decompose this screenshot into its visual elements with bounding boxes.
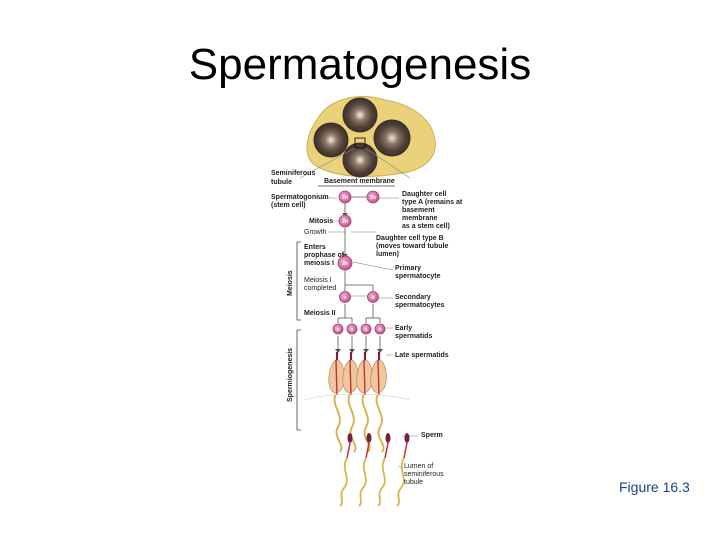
late-spermatid [370, 352, 387, 396]
zoom-line-left [299, 147, 356, 179]
label-daughter-a: Daughter cell type A (remains at basemen… [402, 191, 464, 230]
daughter-b-cell: 2n [338, 214, 352, 228]
tubule-top [342, 97, 378, 133]
svg-text:n: n [364, 327, 367, 333]
svg-text:2n: 2n [342, 195, 348, 201]
early-spermatid-cell: n [360, 323, 372, 335]
label-primary-spermatocyte: Primary spermatocyte [395, 265, 441, 280]
sperm-cells [339, 433, 410, 507]
late-spermatids [328, 352, 387, 396]
label-lumen: Lumen of seminiferous tubule [404, 463, 446, 486]
sperm [339, 433, 353, 507]
slide-title: Spermatogenesis [188, 40, 532, 89]
svg-text:2n: 2n [370, 195, 376, 201]
label-basement-membrane: Basement membrane [324, 178, 395, 185]
late-spermatid [328, 352, 345, 396]
leader-lines [322, 197, 418, 469]
primary-spermatocyte-cell: 2n [337, 255, 353, 271]
label-daughter-b: Daughter cell type B (moves toward tubul… [376, 235, 450, 258]
magnified-region-box [354, 137, 366, 149]
label-meiosis-ii: Meiosis II [304, 310, 336, 317]
side-label-spermiogenesis: Spermiogenesis [287, 348, 294, 402]
flow-lines [337, 196, 381, 350]
label-growth: Growth [304, 229, 327, 236]
svg-text:n: n [343, 295, 346, 301]
tubule-left [313, 122, 349, 158]
meiosis-bracket [296, 241, 301, 321]
early-spermatid-cell: n [346, 323, 358, 335]
side-label-meiosis: Meiosis [287, 270, 294, 296]
label-secondary-spermatocytes: Secondary spermatocytes [395, 294, 445, 309]
label-early-spermatids: Early spermatids [395, 325, 432, 340]
lumen-boundary [304, 393, 411, 401]
tubule-bottom [342, 142, 378, 178]
zoom-line-right [364, 147, 411, 179]
label-meiosis-i-completed: Meiosis I completed [304, 277, 336, 292]
sperm [396, 433, 410, 507]
figure-label: Figure 16.3 [619, 479, 690, 495]
spermatogonium-cell: 2n [338, 190, 352, 204]
sperm [377, 433, 391, 507]
label-enters-meiosis: Enters prophase of meiosis I [304, 244, 346, 267]
svg-text:n: n [350, 327, 353, 333]
label-spermatogonium: Spermatogonium (stem cell) [271, 194, 331, 209]
tubule-cross-section [306, 96, 436, 178]
svg-text:2n: 2n [342, 219, 348, 225]
early-spermatid-cell: n [374, 323, 386, 335]
label-mitosis: Mitosis [309, 218, 333, 225]
label-late-spermatids: Late spermatids [395, 352, 449, 359]
svg-text:n: n [336, 327, 339, 333]
svg-text:n: n [378, 327, 381, 333]
label-seminiferous-tubule: Seminiferous tubule [271, 170, 317, 186]
spermatid-tails [333, 393, 385, 453]
late-spermatid [356, 352, 373, 396]
svg-text:2n: 2n [342, 261, 348, 267]
cells: 2n 2n 2n 2n n n n n [332, 190, 386, 335]
early-spermatid-cell: n [332, 323, 344, 335]
label-sperm: Sperm [421, 432, 443, 439]
tubule-right [373, 119, 411, 157]
sperm [358, 433, 372, 507]
secondary-spermatocyte-cell: n [339, 291, 351, 303]
late-spermatid [342, 352, 359, 396]
spermiogenesis-bracket [296, 329, 301, 431]
secondary-spermatocyte-cell: n [367, 291, 379, 303]
svg-text:n: n [371, 295, 374, 301]
daughter-a-cell: 2n [366, 190, 380, 204]
